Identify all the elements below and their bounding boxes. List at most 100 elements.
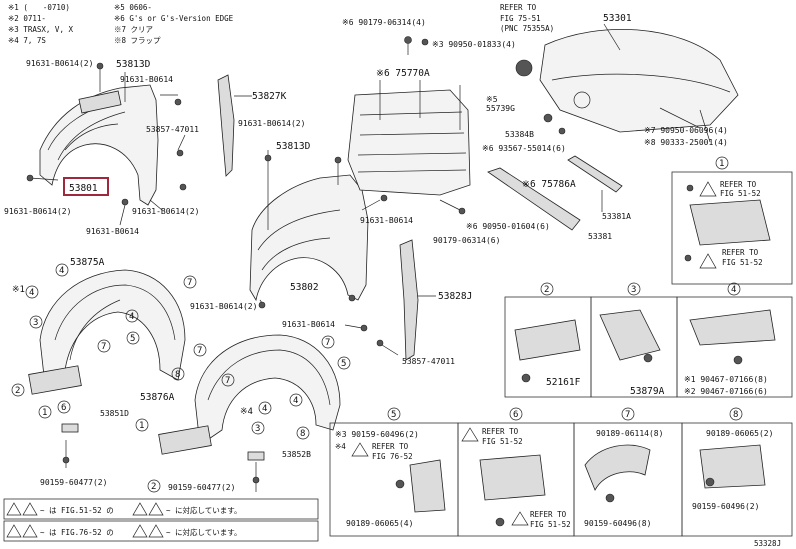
detail-6-ref1-line2[interactable]: FIG 51-52 xyxy=(482,437,523,446)
detail-1-ref1-line2[interactable]: FIG 51-52 xyxy=(720,189,761,198)
label-90467-07166-8[interactable]: ※1 90467-07166(8) xyxy=(684,375,768,384)
callout-3b: 3 xyxy=(255,424,260,434)
label-53879A[interactable]: 53879A xyxy=(630,386,665,397)
label-91631-B0614-g[interactable]: 91631-B0614 xyxy=(360,216,413,225)
label-90950-01833-4[interactable]: ※3 90950-01833(4) xyxy=(432,40,516,49)
label-91631-B0614-e[interactable]: 91631-B0614 xyxy=(86,227,139,236)
label-53802[interactable]: 53802 xyxy=(290,282,319,293)
detail-6-callout: 6 xyxy=(513,410,518,420)
detail-8-callout: 8 xyxy=(733,410,738,420)
label-53813D-b[interactable]: 53813D xyxy=(276,141,311,152)
label-53851D[interactable]: 53851D xyxy=(100,409,129,418)
detail-1-ref1-line1[interactable]: REFER TO xyxy=(720,180,757,189)
label-90159-60496-2[interactable]: ※3 90159-60496(2) xyxy=(335,430,419,439)
label-53827K[interactable]: 53827K xyxy=(252,91,287,102)
hood-ref-line1[interactable]: REFER TO xyxy=(500,3,537,12)
footer-notes: ~ は FIG.51-52 の ~ に対応しています。 ~ は FIG.76-5… xyxy=(3,498,319,542)
fender-53802 xyxy=(249,150,388,309)
legend: ※1 ( -0710) ※2 0711- ※3 TRASX, V, X ※4 7… xyxy=(8,3,234,45)
legend-item-5: ※5 0606- xyxy=(114,3,167,12)
detail-box-3: 3 xyxy=(590,282,678,398)
detail-box-5: 5 xyxy=(329,407,459,537)
label-90333-25001-4[interactable]: ※8 90333-25001(4) xyxy=(644,138,728,147)
label-90950-01604-6[interactable]: ※6 90950-01604(6) xyxy=(466,222,550,231)
legend-item-7: ※7 クリア xyxy=(114,25,153,34)
star-4: ※4 xyxy=(240,407,253,417)
label-93567-55014-6[interactable]: ※6 93567-55014(6) xyxy=(482,144,566,153)
detail-6-ref1-line1[interactable]: REFER TO xyxy=(482,427,519,436)
detail-box-2: 2 xyxy=(504,282,592,398)
label-53857-47011-b[interactable]: 53857-47011 xyxy=(402,357,455,366)
label-90189-06065-4[interactable]: 90189-06065(4) xyxy=(346,519,413,528)
callouts-left: 4 4 3 2 1 7 7 4 5 8 6 xyxy=(11,263,197,419)
callout-8a: 8 xyxy=(175,370,180,380)
label-91631-B0614-2c[interactable]: 91631-B0614(2) xyxy=(4,207,71,216)
fender-53801 xyxy=(26,62,187,211)
label-90159-60477-2a[interactable]: 90159-60477(2) xyxy=(40,478,107,487)
detail-1-callout: 1 xyxy=(719,159,724,169)
label-91631-B0614-2h[interactable]: 91631-B0614(2) xyxy=(190,302,257,311)
label-53813D-a[interactable]: 53813D xyxy=(116,59,151,70)
detail-2-callout: 2 xyxy=(544,285,549,295)
highlight-53801 xyxy=(63,177,109,196)
detail-5-ref-line2[interactable]: FIG 76-52 xyxy=(372,452,413,461)
label-75786A[interactable]: ※6 75786A xyxy=(522,179,576,190)
label-53381A[interactable]: 53381A xyxy=(602,212,631,221)
label-90189-06114-8[interactable]: 90189-06114(8) xyxy=(596,429,663,438)
liner-53876A xyxy=(158,334,341,455)
detail-1-ref2-line2[interactable]: FIG 51-52 xyxy=(722,258,763,267)
label-75770A[interactable]: ※6 75770A xyxy=(376,68,430,79)
hood-ref-line3[interactable]: (PNC 75355A) xyxy=(500,24,554,33)
label-53301[interactable]: 53301 xyxy=(603,13,632,24)
label-52161F[interactable]: 52161F xyxy=(546,377,581,388)
label-53875A[interactable]: 53875A xyxy=(70,257,105,268)
detail-3-callout: 3 xyxy=(631,285,636,295)
detail-5-ref-line1[interactable]: REFER TO xyxy=(372,442,409,451)
label-91631-B0614-b[interactable]: 91631-B0614 xyxy=(120,75,173,84)
callout-1b: 1 xyxy=(139,421,144,431)
label-90179-06314-4[interactable]: ※6 90179-06314(4) xyxy=(342,18,426,27)
footer-note-2a: ~ は FIG.76-52 の xyxy=(40,528,114,537)
label-90159-60496-2b[interactable]: 90159-60496(2) xyxy=(692,502,759,511)
detail-1-ref2-line1[interactable]: REFER TO xyxy=(722,248,759,257)
label-53828J[interactable]: 53828J xyxy=(438,291,472,302)
label-53876A[interactable]: 53876A xyxy=(140,392,175,403)
legend-item-6: ※6 G's or G's-Version EDGE xyxy=(114,14,234,23)
liner-53875A xyxy=(28,269,186,395)
label-91631-B0614-2d[interactable]: 91631-B0614(2) xyxy=(132,207,199,216)
label-91631-B0614-i[interactable]: 91631-B0614 xyxy=(282,320,335,329)
label-55739G[interactable]: 55739G xyxy=(486,104,515,113)
label-53852B[interactable]: 53852B xyxy=(282,450,311,459)
label-91631-B0614-2a[interactable]: 91631-B0614(2) xyxy=(26,59,93,68)
callout-3a: 3 xyxy=(33,318,38,328)
label-90179-06314-6[interactable]: 90179-06314(6) xyxy=(433,236,500,245)
legend-item-8: ※8 フラップ xyxy=(114,36,161,45)
detail-4-callout: 4 xyxy=(731,285,736,295)
callout-4e: 4 xyxy=(293,396,298,406)
label-90467-07166-6[interactable]: ※2 90467-07166(6) xyxy=(684,387,768,396)
callout-4c: 4 xyxy=(129,312,134,322)
detail-6-ref2-line1[interactable]: REFER TO xyxy=(530,510,567,519)
detail-6-ref2-line2[interactable]: FIG 51-52 xyxy=(530,520,571,529)
label-90950-06096-4[interactable]: ※7 90950-06096(4) xyxy=(644,126,728,135)
detail-5-callout: 5 xyxy=(391,410,396,420)
label-90159-60477-2b[interactable]: 90159-60477(2) xyxy=(168,483,235,492)
label-90159-60496-8[interactable]: 90159-60496(8) xyxy=(584,519,651,528)
label-53801[interactable]: 53801 xyxy=(69,183,98,194)
label-53857-47011-a[interactable]: 53857-47011 xyxy=(146,125,199,134)
label-90189-06065-2[interactable]: 90189-06065(2) xyxy=(706,429,773,438)
label-53384B[interactable]: 53384B xyxy=(505,130,534,139)
label-53381[interactable]: 53381 xyxy=(588,232,612,241)
star-1: ※1 xyxy=(12,285,25,295)
legend-item-4: ※4 7, 7S xyxy=(8,36,46,45)
callout-4a: 4 xyxy=(59,266,64,276)
legend-item-1: ※1 ( -0710) xyxy=(8,3,70,12)
hood-ref-line2[interactable]: FIG 75-51 xyxy=(500,14,541,23)
footer-note-1b: ~ に対応しています。 xyxy=(166,505,242,515)
label-91631-B0614-2f[interactable]: 91631-B0614(2) xyxy=(238,119,305,128)
star-5: ※5 xyxy=(486,95,498,104)
seal-53827K xyxy=(217,74,252,177)
detail-box-1: 1 xyxy=(671,156,793,285)
callout-7b: 7 xyxy=(187,278,192,288)
